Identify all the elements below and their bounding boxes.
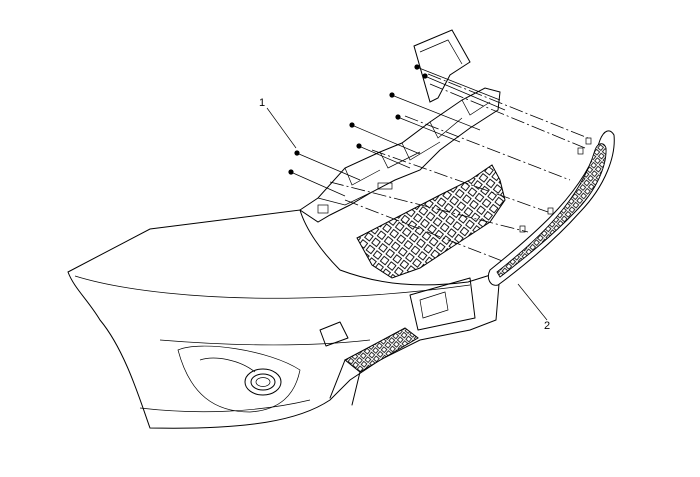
callout-1-leader (266, 107, 297, 149)
screw-3 (389, 92, 395, 98)
lower-grille (344, 327, 419, 373)
tow-hook-cover (319, 321, 349, 347)
callout-2-label: 2 (544, 320, 551, 332)
grille-insert (487, 130, 615, 286)
grille-bracket (299, 29, 501, 223)
license-plate-area (409, 277, 476, 331)
callout-2-leader (517, 283, 548, 321)
upper-mounting-tab (413, 29, 471, 103)
screw-5 (349, 122, 355, 128)
screw-8 (288, 169, 294, 175)
screw-2 (422, 73, 428, 79)
screw-1 (414, 64, 420, 70)
fog-lamp-bezel (177, 345, 301, 413)
fog-lamp (244, 368, 282, 396)
bumper-fascia (67, 209, 501, 429)
screw-6 (356, 143, 362, 149)
screw-4 (395, 114, 401, 120)
screws (288, 64, 428, 175)
alignment-lines (292, 67, 589, 263)
screw-7 (294, 150, 300, 156)
callout-1-label: 1 (259, 97, 266, 109)
